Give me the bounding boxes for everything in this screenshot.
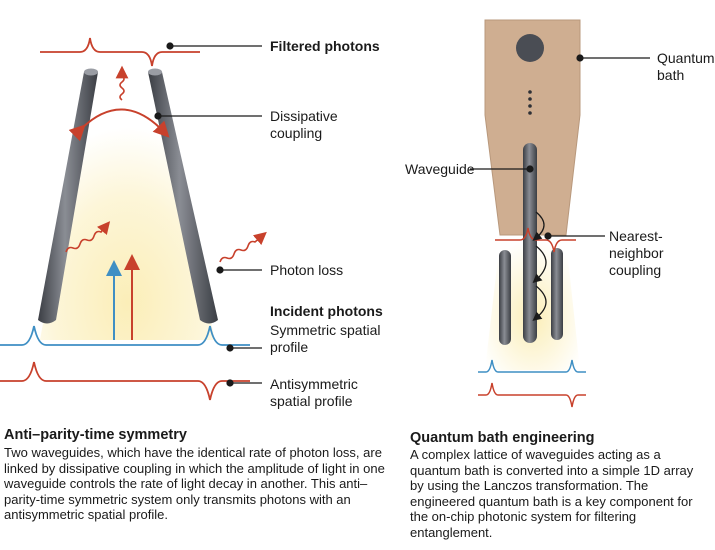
caption-title-right: Quantum bath engineering [410,430,595,446]
label-waveguide: Waveguide [405,161,475,177]
quantum-bath-diagram [470,19,650,408]
bath-antisymmetric-profile [478,382,586,408]
anti-pt-diagram [0,37,267,401]
label-nearest-neighbor-coupling: Nearest-neighbor coupling [609,228,664,278]
symmetric-profile-curve [0,325,250,346]
filtered-photon-wave [115,65,129,101]
leader-lines-left [154,42,262,387]
label-quantum-bath: Quantum bath [657,50,715,83]
quantum-bath-block [484,19,581,236]
antisymmetric-profile-curve [0,361,250,401]
caption-body-left: Two waveguides, which have the identical… [4,445,385,523]
nn-coupling-arc-2 [532,245,547,284]
caption-body-right: A complex lattice of waveguides acting a… [410,447,694,540]
photon-loss-wave-left [65,221,111,253]
label-symmetric-profile: Symmetric spatial profile [270,322,381,355]
bath-dots [528,90,532,115]
photon-loss-wave-right [219,231,267,263]
nn-coupling-arc-1 [532,211,545,241]
label-filtered-photons: Filtered photons [270,38,380,54]
label-photon-loss: Photon loss [270,262,344,278]
left-waveguide-end [84,68,98,76]
label-antisymmetric-profile: Antisymmetric spatial profile [270,376,358,409]
dissipative-coupling-arc [68,108,170,142]
label-dissipative-coupling: Dissipative coupling [270,108,338,141]
quantum-bath-port [516,34,544,62]
label-incident-photons: Incident photons [270,303,383,319]
nn-coupling-arc-3 [532,285,547,321]
filtered-photons-profile [40,37,200,67]
array-waveguide-right [551,248,563,340]
bath-symmetric-profile [478,359,586,373]
center-waveguide [523,143,537,343]
leader-lines-right [470,54,650,240]
right-waveguide-end [148,68,162,76]
caption-title-left: Anti–parity-time symmetry [4,427,187,443]
array-waveguide-left [499,250,511,345]
